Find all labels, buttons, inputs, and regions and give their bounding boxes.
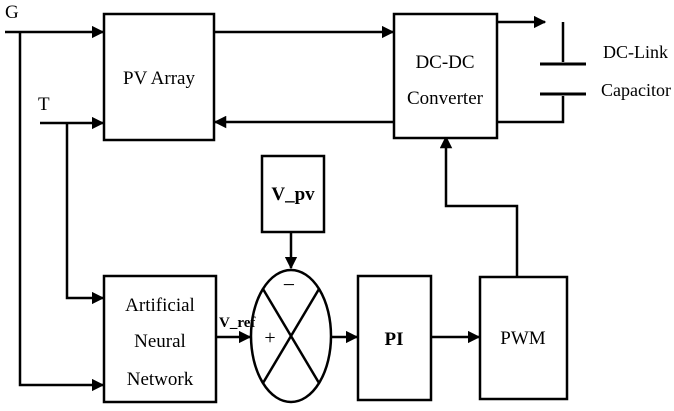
input-g-label: G xyxy=(5,2,19,23)
pv-array-label: PV Array xyxy=(123,68,195,89)
vpv-label: V_pv xyxy=(271,184,315,205)
dcdc-converter-block: DC-DC Converter xyxy=(392,12,499,140)
pv-array-block: PV Array xyxy=(102,12,216,142)
ann-label-line1: Artificial xyxy=(125,295,195,316)
vpv-block: V_pv xyxy=(260,154,326,234)
summing-junction: − + xyxy=(249,268,333,404)
pwm-block: PWM xyxy=(478,275,569,401)
dcdc-label-line1: DC-DC xyxy=(415,52,474,73)
input-t-label: T xyxy=(38,94,50,115)
pwm-label: PWM xyxy=(500,328,546,349)
wire-dcdc-to-cap-bottom xyxy=(497,96,565,124)
ann-block: Artificial Neural Network xyxy=(102,274,218,404)
capacitor-label-line2: Capacitor xyxy=(601,80,671,100)
ann-label-line2: Neural xyxy=(134,331,186,352)
ann-label-line3: Network xyxy=(127,369,194,390)
wire-pwm-to-dcdc xyxy=(439,135,519,277)
sum-plus-sign: + xyxy=(264,327,275,349)
wire-t-to-ann xyxy=(65,123,105,305)
sum-minus-sign: − xyxy=(283,272,295,297)
capacitor-label-line1: DC-Link xyxy=(603,42,668,62)
wire-g-to-ann xyxy=(18,32,105,392)
dcdc-label-line2: Converter xyxy=(407,88,484,109)
vref-label: V_ref xyxy=(219,315,256,331)
pi-label: PI xyxy=(385,329,404,350)
pi-block: PI xyxy=(356,274,433,402)
